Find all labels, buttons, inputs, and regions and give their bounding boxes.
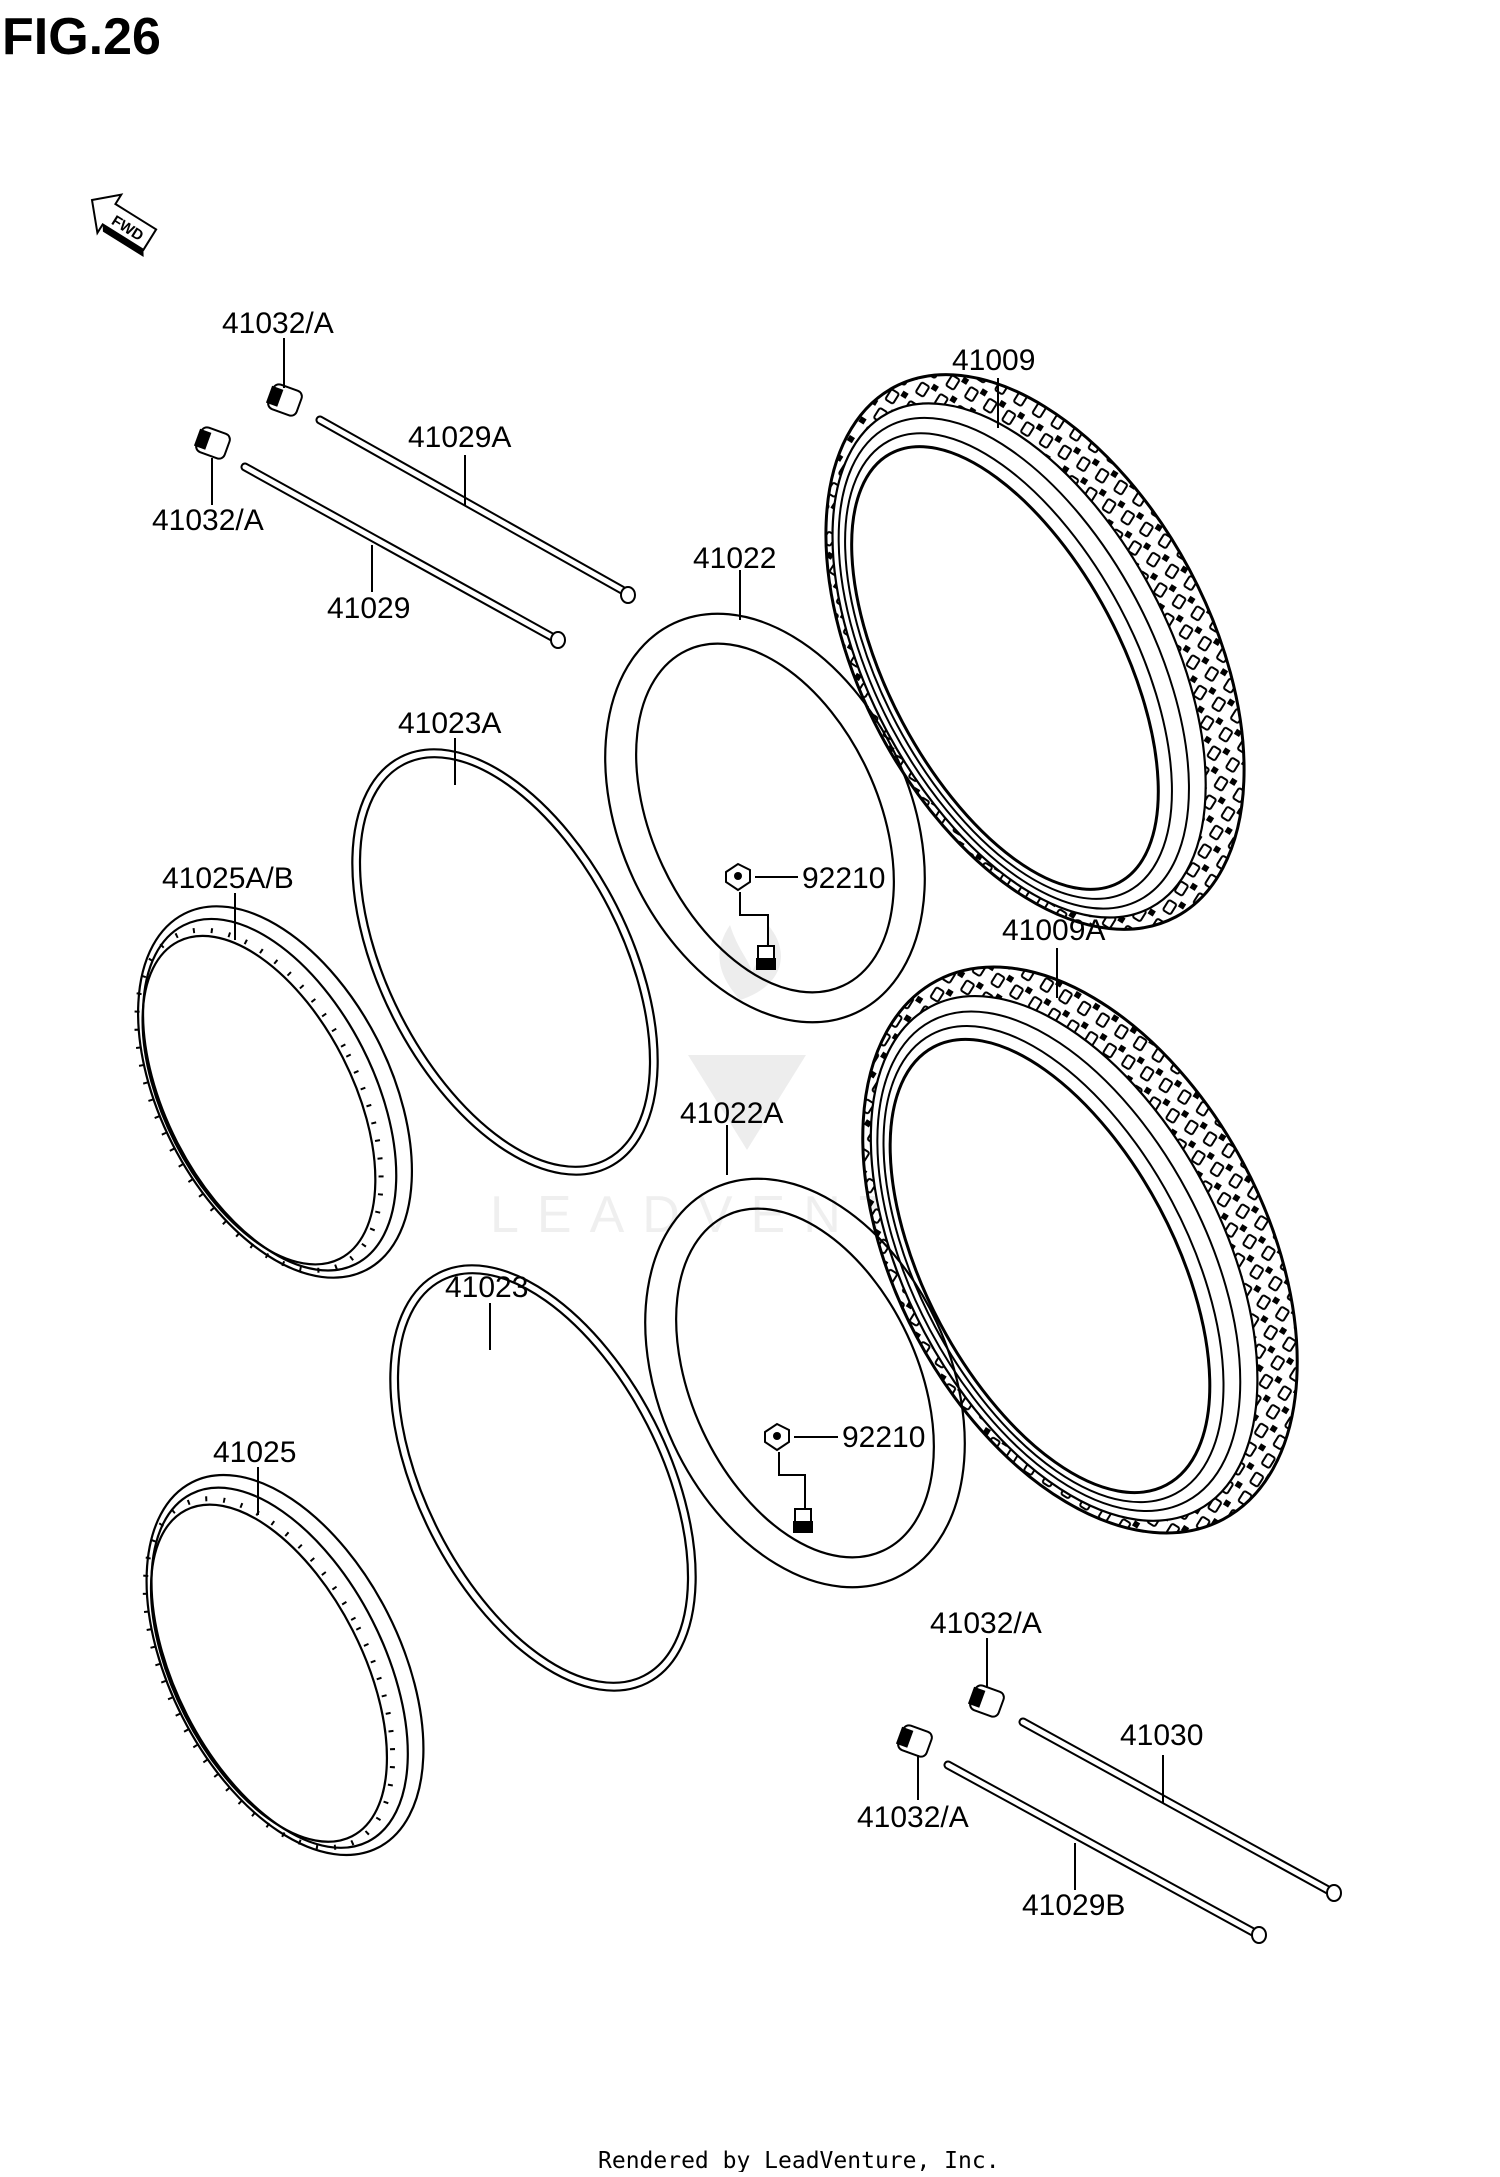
rim-41025 <box>142 1473 425 1857</box>
valve-nut-92210-front <box>725 862 776 970</box>
label-41032a-upper-top: 41032/A <box>222 307 334 340</box>
spoke-nipple-41032a-upper-bottom <box>193 426 231 460</box>
label-41022a: 41022A <box>680 1097 783 1130</box>
label-41025ab: 41025A/B <box>162 862 294 895</box>
label-41032a-lower-top: 41032/A <box>930 1607 1042 1640</box>
tube-41022 <box>604 612 926 1024</box>
label-41009: 41009 <box>952 344 1035 377</box>
figure-title: FIG.26 <box>2 8 161 66</box>
label-41029a: 41029A <box>408 421 511 454</box>
label-92210-front: 92210 <box>802 862 885 895</box>
label-92210-rear: 92210 <box>842 1421 925 1454</box>
spoke-nipple-41032a-lower-bottom <box>895 1724 933 1758</box>
label-41030: 41030 <box>1120 1719 1203 1752</box>
rim-band-41023 <box>389 1264 697 1692</box>
rim-band-41023a <box>351 748 659 1176</box>
tire-41009 <box>824 373 1246 931</box>
label-41032a-upper-bottom: 41032/A <box>152 504 264 537</box>
label-41029b: 41029B <box>1022 1889 1125 1922</box>
fwd-arrow-icon: FWD <box>90 193 158 258</box>
label-41023: 41023 <box>445 1271 528 1304</box>
label-41029: 41029 <box>327 592 410 625</box>
label-41009a: 41009A <box>1002 914 1105 947</box>
spoke-41030 <box>1018 1717 1342 1902</box>
label-41025: 41025 <box>213 1436 296 1469</box>
spoke-41029 <box>240 462 566 649</box>
tube-41022a <box>644 1177 966 1589</box>
label-41022: 41022 <box>693 542 776 575</box>
rim-41025ab <box>134 905 414 1279</box>
label-41032a-lower-bottom: 41032/A <box>857 1801 969 1834</box>
valve-nut-92210-rear <box>764 1422 813 1533</box>
spoke-41029a <box>315 415 636 604</box>
tire-41009a <box>861 965 1299 1535</box>
footer-credit: Rendered by LeadVenture, Inc. <box>598 2148 1000 2172</box>
label-41023a: 41023A <box>398 707 501 740</box>
spoke-41029b <box>943 1760 1267 1944</box>
spoke-nipple-41032a-upper-top <box>265 383 303 417</box>
spoke-nipple-41032a-lower-top <box>967 1684 1005 1718</box>
